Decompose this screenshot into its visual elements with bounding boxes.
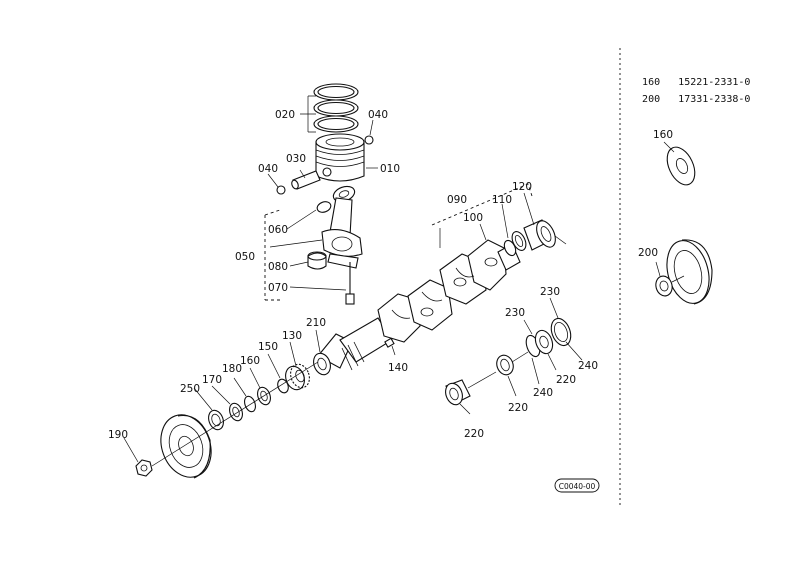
label-090: 090: [447, 194, 467, 206]
label-240-right: 240: [578, 360, 598, 372]
rod-bolt: [345, 262, 355, 305]
label-side-160: 160: [653, 129, 673, 141]
crank-key: [384, 337, 395, 348]
label-140: 140: [388, 362, 408, 374]
label-080: 080: [268, 261, 288, 273]
main-bearing-220-right: [534, 329, 554, 355]
legend-part-number-1: 15221-2331-0: [678, 77, 751, 88]
collar-250: [208, 409, 224, 431]
piston-rings: [313, 83, 359, 133]
part-number-legend-row-2: 200 17331-2338-0: [630, 83, 750, 105]
label-240-mid: 240: [533, 387, 553, 399]
label-side-200: 200: [638, 247, 658, 259]
label-060: 060: [268, 224, 288, 236]
small-end-bushing: [316, 201, 332, 213]
label-020: 020: [275, 109, 295, 121]
label-230-top: 230: [540, 286, 560, 298]
legend-ref-1: 160: [642, 77, 661, 88]
label-010: 010: [380, 163, 400, 175]
label-100: 100: [463, 212, 483, 224]
main-bearing-220-mid: [496, 354, 514, 376]
label-210: 210: [306, 317, 326, 329]
pulley: [160, 414, 212, 479]
label-040-right: 040: [368, 109, 388, 121]
thrust-washer-110: [511, 231, 527, 251]
label-150: 150: [258, 341, 278, 353]
legend-part-number-2: 17331-2338-0: [678, 94, 751, 105]
collar-210: [313, 352, 331, 376]
label-050: 050: [235, 251, 255, 263]
oil-seal-170: [229, 402, 243, 422]
side-washer-160: [666, 146, 696, 186]
piston-pin: [291, 170, 321, 190]
label-220-mid: 220: [508, 402, 528, 414]
connecting-rod: [321, 185, 363, 269]
drawing-code-box: [554, 478, 600, 493]
rear-bearing-case: [523, 219, 556, 251]
drawing-code: C0040-00: [559, 482, 596, 491]
label-250: 250: [180, 383, 200, 395]
side-pulley-200: [655, 239, 713, 305]
label-040-left: 040: [258, 163, 278, 175]
snap-ring-left: [276, 185, 286, 195]
label-230-mid: 230: [505, 307, 525, 319]
rod-bearing: [307, 251, 327, 270]
thrust-washer-230-b: [550, 317, 572, 347]
label-130: 130: [282, 330, 302, 342]
label-170: 170: [202, 374, 222, 386]
snap-ring-right: [364, 135, 374, 145]
label-220-right: 220: [556, 374, 576, 386]
pulley-nut: [135, 459, 153, 477]
label-070: 070: [268, 282, 288, 294]
o-ring-180: [244, 395, 256, 413]
legend-ref-2: 200: [642, 94, 661, 105]
label-110: 110: [492, 194, 512, 206]
label-190: 190: [108, 429, 128, 441]
label-220-left: 220: [464, 428, 484, 440]
part-number-legend: 160 15221-2331-0: [630, 66, 750, 88]
label-120: 120: [512, 181, 532, 193]
piston: [315, 133, 365, 182]
main-bearing-220-left: [445, 379, 471, 406]
crankshaft: [317, 239, 521, 371]
label-180: 180: [222, 363, 242, 375]
label-160: 160: [240, 355, 260, 367]
label-030: 030: [286, 153, 306, 165]
